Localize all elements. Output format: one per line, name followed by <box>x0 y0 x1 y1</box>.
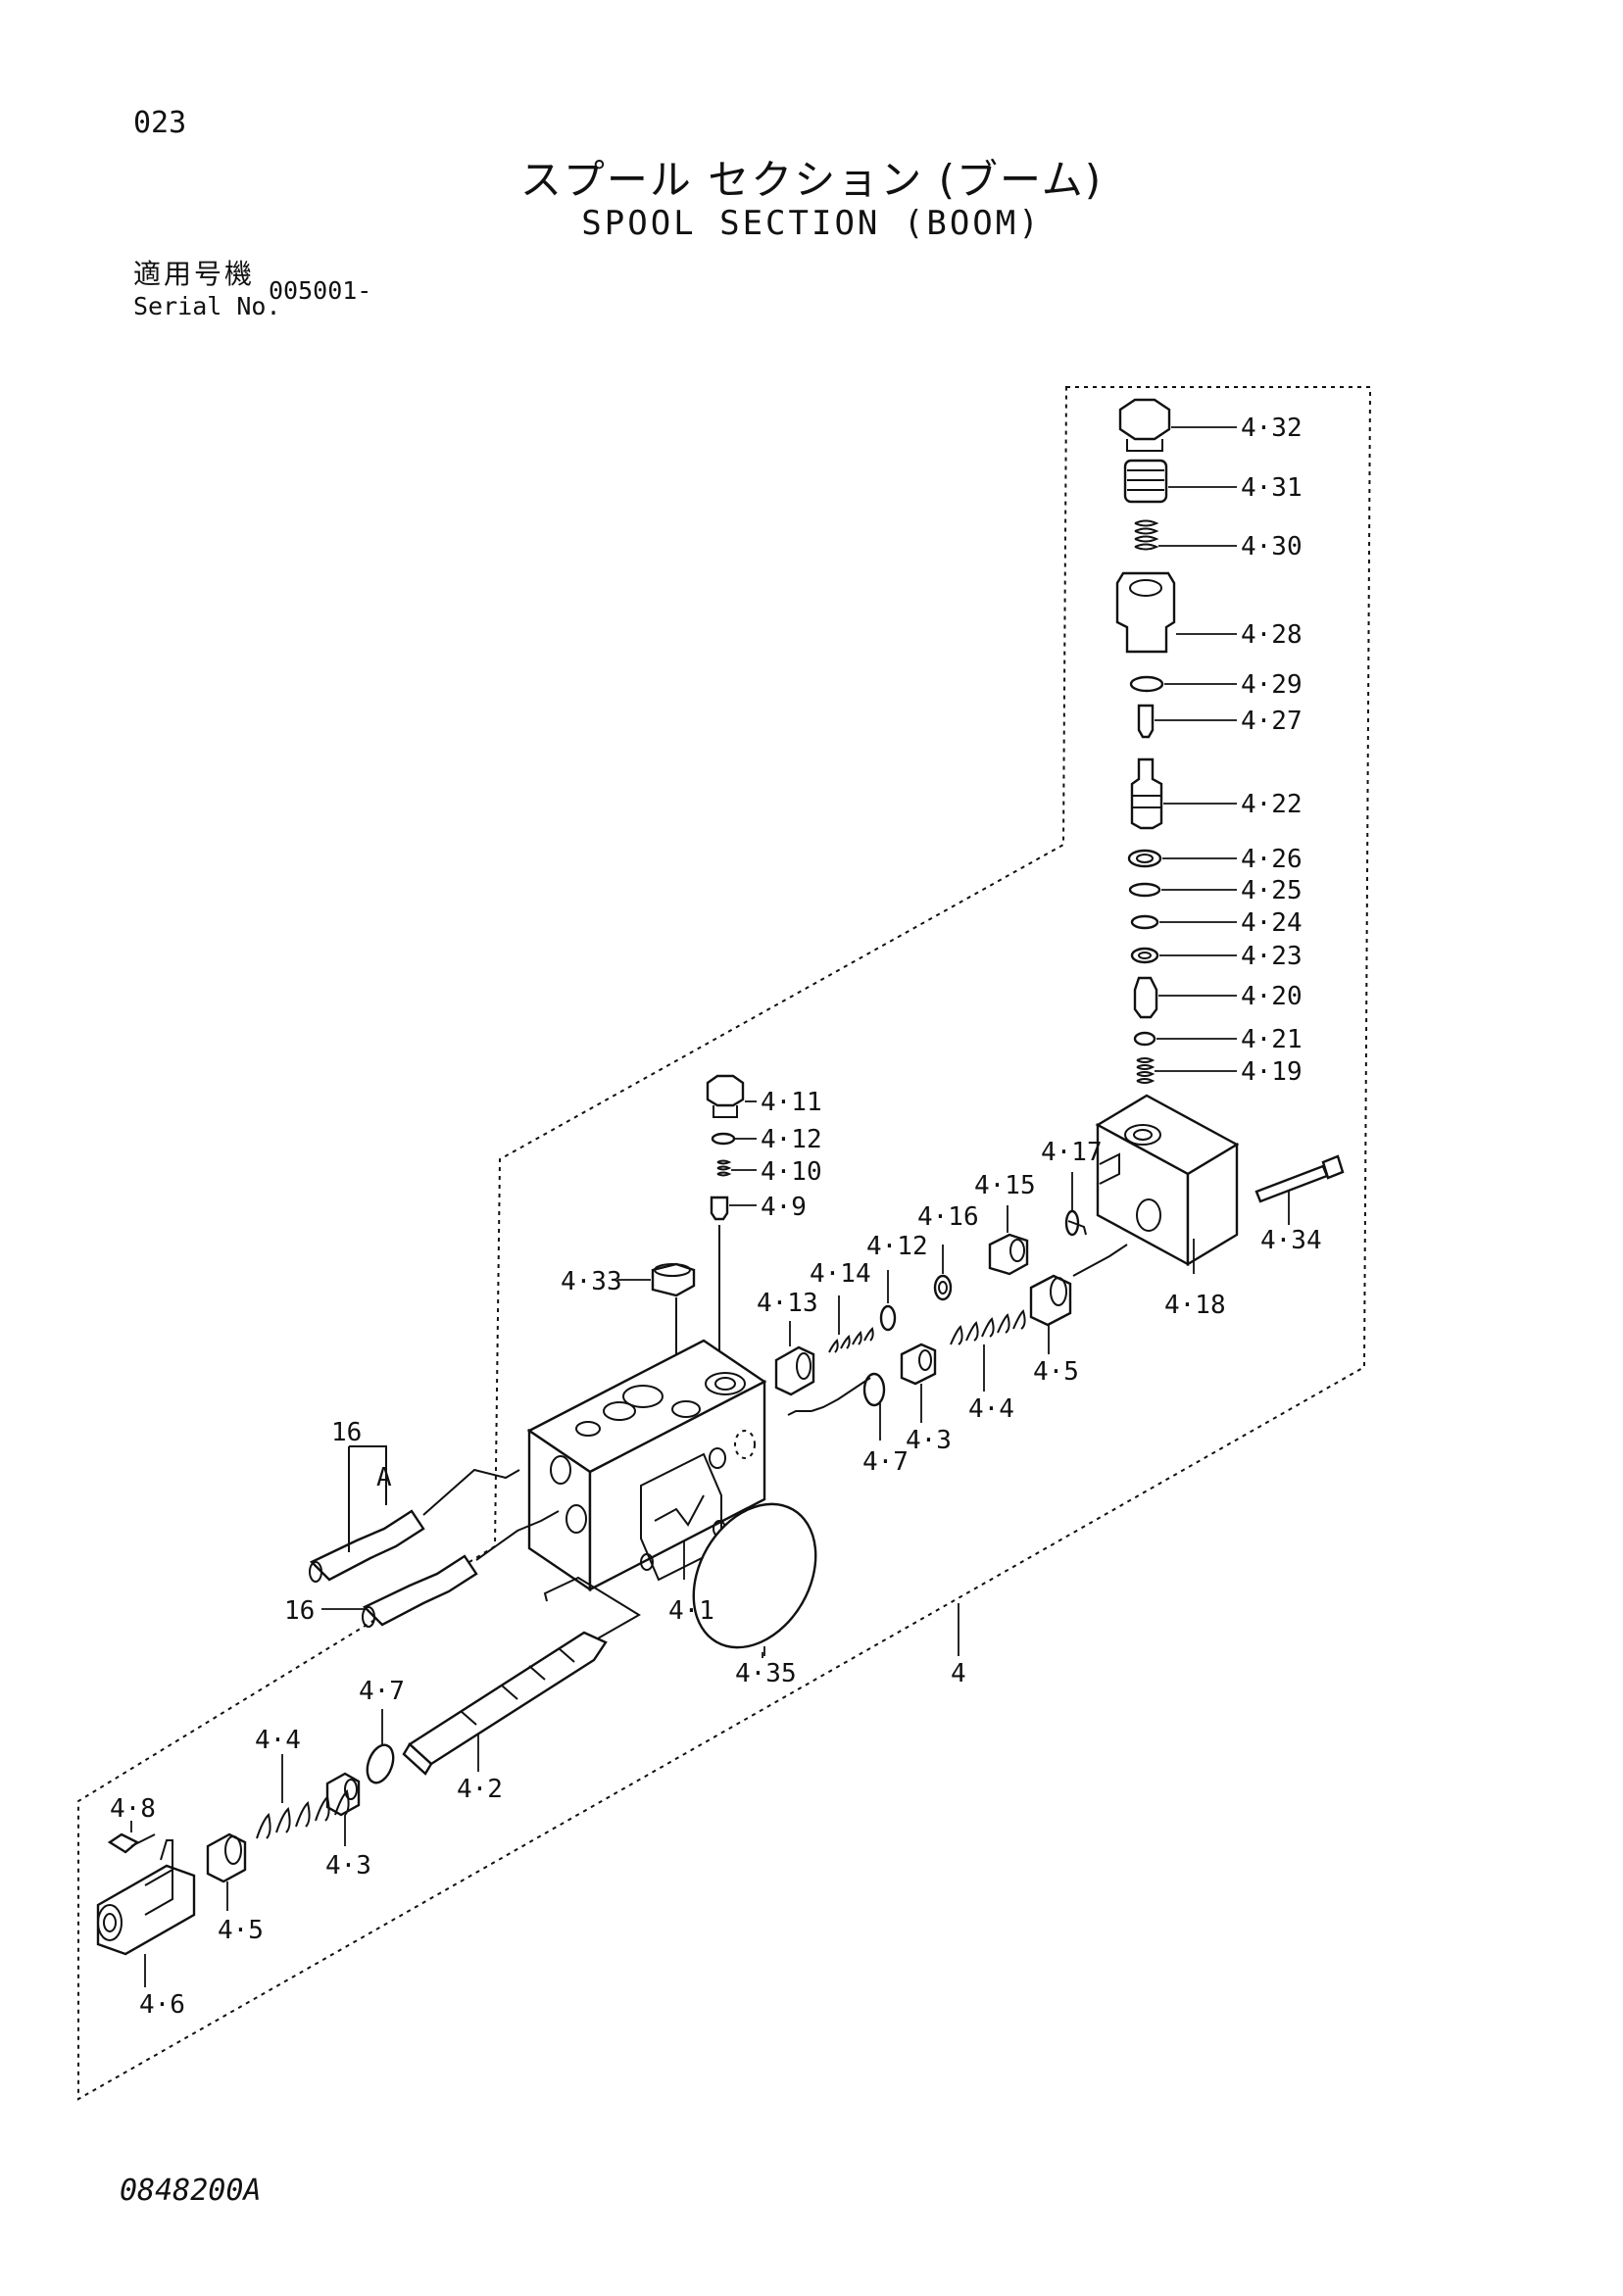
plug-4-11 <box>706 1074 745 1107</box>
label-4-28: 4·28 <box>1241 620 1303 650</box>
upper-small-parts <box>617 1074 757 1356</box>
label-4-3a: 4·3 <box>906 1426 952 1455</box>
label-4-12b: 4·12 <box>866 1232 928 1261</box>
label-4-25: 4·25 <box>1241 876 1303 905</box>
serial-label-japanese: 適用号機 <box>133 258 256 290</box>
bolt-4-34 <box>1254 1154 1345 1225</box>
spring-4-10 <box>716 1159 732 1177</box>
sleeve-4-5a <box>1029 1274 1072 1327</box>
ring-4-21 <box>1133 1031 1156 1047</box>
plug-4-15 <box>988 1233 1029 1276</box>
label-4-10: 4·10 <box>761 1157 822 1187</box>
label-4-9: 4·9 <box>761 1193 807 1222</box>
label-4-32: 4·32 <box>1241 414 1303 443</box>
label-4-7a: 4·7 <box>862 1447 909 1477</box>
label-4-5b: 4·5 <box>218 1916 264 1945</box>
plug-4-33 <box>651 1262 696 1297</box>
check-valves-16 <box>309 1445 560 1628</box>
housing-4-28 <box>1115 571 1176 654</box>
label-4-13: 4·13 <box>757 1289 818 1318</box>
o-ring-4-12a <box>711 1132 736 1146</box>
plug-4-13 <box>774 1345 815 1396</box>
seat-4-3b <box>325 1772 361 1817</box>
serial-label-english: Serial No. <box>133 292 281 320</box>
spring-4-19 <box>1136 1057 1156 1084</box>
label-4-2: 4·2 <box>457 1775 503 1804</box>
label-4-29: 4·29 <box>1241 670 1303 700</box>
poppet-4-9 <box>710 1196 729 1221</box>
label-4-3b: 4·3 <box>325 1851 371 1881</box>
poppet-4-20 <box>1133 976 1158 1019</box>
ring-4-26 <box>1127 849 1162 868</box>
label-4-27: 4·27 <box>1241 707 1303 736</box>
o-ring-4-7b <box>366 1743 395 1784</box>
label-4-30: 4·30 <box>1241 532 1303 562</box>
label-4-26: 4·26 <box>1241 845 1303 874</box>
label-4-15: 4·15 <box>974 1171 1036 1200</box>
label-4-7b: 4·7 <box>359 1677 405 1706</box>
label-4-16: 4·16 <box>917 1202 979 1232</box>
spring-4-4a <box>950 1309 1026 1345</box>
check-valve-16a <box>309 1509 425 1582</box>
spring-4-30 <box>1134 519 1159 551</box>
label-4-21: 4·21 <box>1241 1025 1303 1054</box>
o-ring-4-7a <box>862 1372 886 1407</box>
spring-4-14 <box>828 1327 874 1353</box>
ring-4-16 <box>933 1274 953 1301</box>
label-16a: 16 <box>331 1418 362 1447</box>
check-valve-16b <box>362 1554 478 1627</box>
label-4-4a: 4·4 <box>968 1394 1014 1424</box>
o-ring-4-29 <box>1129 675 1164 693</box>
drawing-number: 0848200A <box>120 2174 262 2208</box>
o-ring-4-24 <box>1130 914 1159 930</box>
spool-4-2 <box>402 1576 641 1776</box>
piston-4-22 <box>1130 757 1163 830</box>
o-ring-4-12 <box>879 1304 897 1332</box>
label-4-23: 4·23 <box>1241 942 1303 971</box>
label-4-12a: 4·12 <box>761 1125 822 1154</box>
o-ring-4-25 <box>1128 882 1161 898</box>
label-4-31: 4·31 <box>1241 473 1303 503</box>
label-4-33: 4·33 <box>561 1267 622 1296</box>
part-labels: 4·32 4·31 4·30 4·28 4·29 4·27 4·22 4·26 … <box>110 414 1322 2020</box>
relief-valve-stack <box>1115 398 1237 1084</box>
label-4-14: 4·14 <box>810 1259 871 1289</box>
label-4-8: 4·8 <box>110 1794 156 1824</box>
label-4-4b: 4·4 <box>255 1726 301 1755</box>
ring-4-23 <box>1130 947 1159 964</box>
label-4-24: 4·24 <box>1241 908 1303 938</box>
cover-block-4-18 <box>1095 1094 1240 1274</box>
assembly-boundary <box>77 386 1372 2101</box>
plug-4-32 <box>1118 398 1171 441</box>
label-4-17: 4·17 <box>1041 1138 1103 1167</box>
poppet-4-27 <box>1137 704 1155 739</box>
label-4-18: 4·18 <box>1164 1291 1226 1320</box>
valve-body-4-1 <box>526 1339 767 1592</box>
label-4-35: 4·35 <box>735 1659 797 1688</box>
label-4-1: 4·1 <box>668 1596 714 1626</box>
seat-4-3a <box>900 1343 937 1386</box>
label-4-6: 4·6 <box>139 1990 185 2020</box>
page-number: 023 <box>133 106 187 140</box>
label-A: A <box>376 1463 392 1492</box>
label-4-34: 4·34 <box>1260 1226 1322 1255</box>
label-16b: 16 <box>284 1596 315 1626</box>
label-4-11: 4·11 <box>761 1088 822 1117</box>
label-4: 4 <box>951 1659 966 1688</box>
o-ring-4-35 <box>692 1502 817 1649</box>
lower-parts <box>96 1709 395 1987</box>
label-4-22: 4·22 <box>1241 790 1303 819</box>
label-4-5a: 4·5 <box>1033 1357 1079 1387</box>
label-4-19: 4·19 <box>1241 1057 1303 1087</box>
middle-parts <box>774 1172 1128 1441</box>
spring-4-4b <box>256 1789 350 1839</box>
title-japanese: スプール セクション (ブーム) <box>519 156 1104 204</box>
cap-4-6 <box>96 1864 196 1956</box>
serial-value: 005001- <box>269 276 372 305</box>
bolt-4-8 <box>107 1832 140 1854</box>
title-english: SPOOL SECTION (BOOM) <box>581 204 1042 243</box>
label-4-20: 4·20 <box>1241 982 1303 1011</box>
